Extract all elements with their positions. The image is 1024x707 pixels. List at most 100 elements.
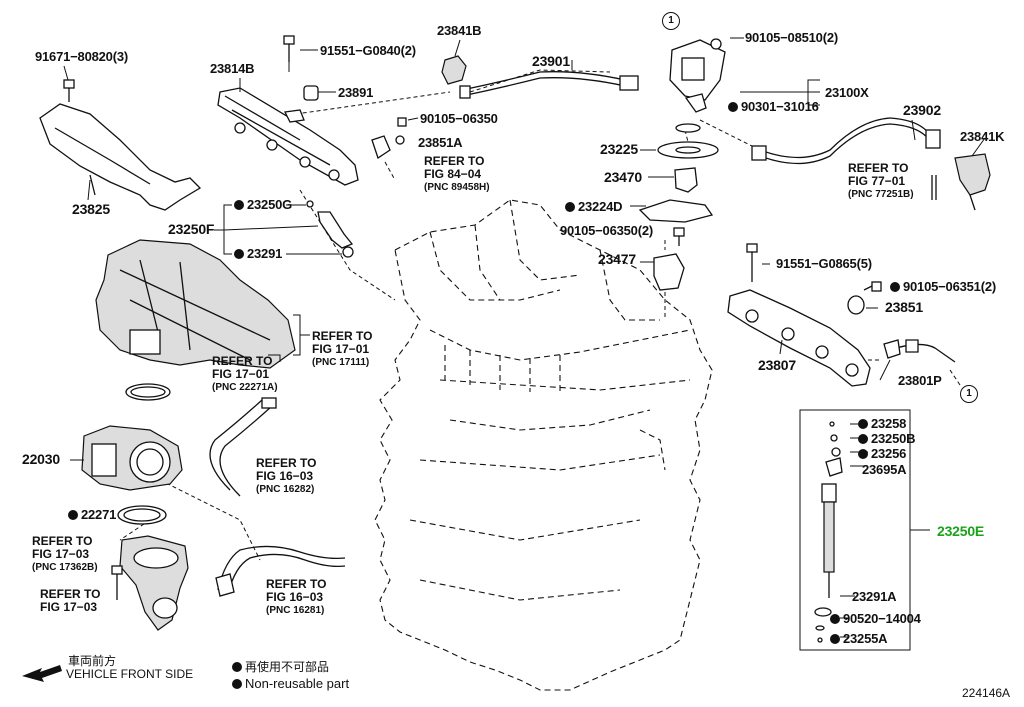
ref-fig-77-01[interactable]: REFER TO FIG 77−01 (PNC 77251B): [848, 162, 914, 201]
non-reusable-dot-icon: [68, 510, 78, 520]
label-90301-31016: 90301−31016: [728, 100, 819, 114]
ref-fig-16-03-b[interactable]: REFER TO FIG 16−03 (PNC 16281): [266, 578, 326, 617]
non-reusable-dot-icon: [830, 634, 840, 644]
ref-line-2: FIG 17−03: [40, 600, 98, 614]
legend-front-jp: 車両前方: [68, 654, 117, 668]
intake-manifold: [95, 239, 296, 369]
label-23851a: 23851A: [418, 135, 463, 150]
label-91551-g0840: 91551−G0840(2): [320, 43, 416, 58]
bolt-91671: [63, 79, 75, 102]
label-23250f: 23250F: [168, 221, 215, 237]
bolt-17-03: [111, 565, 123, 600]
gasket-23225: [657, 141, 719, 159]
ref-line-2: FIG 17−01: [212, 367, 270, 381]
label-22271: 22271: [68, 508, 116, 522]
label-23256: 23256: [858, 447, 906, 461]
non-reusable-dot-icon: [858, 419, 868, 429]
ref-line-2: FIG 84−04: [424, 167, 482, 181]
ref-line-2: FIG 16−03: [266, 590, 324, 604]
ref-fig-17-01-a[interactable]: REFER TO FIG 17−01 (PNC 22271A): [212, 355, 278, 394]
label-23250e: 23250E: [937, 523, 985, 539]
front-arrow-icon: [22, 665, 62, 682]
label-90105-06350-2: 90105−06350(2): [560, 223, 653, 238]
label-23841b: 23841B: [437, 23, 482, 38]
non-reusable-dot-icon: [234, 200, 244, 210]
ref-line-3: (PNC 16282): [256, 484, 315, 495]
ref-line-1: REFER TO: [424, 154, 485, 168]
non-reusable-dot-icon: [232, 679, 242, 689]
label-23224d: 23224D: [565, 200, 623, 214]
label-23100x: 23100X: [825, 85, 869, 100]
cushion-23891: [303, 85, 319, 101]
ref-fig-17-03-a[interactable]: REFER TO FIG 17−03 (PNC 17362B): [32, 535, 98, 574]
ref-line-1: REFER TO: [256, 456, 317, 470]
ref-line-1: REFER TO: [848, 161, 909, 175]
ref-line-3: (PNC 17111): [312, 357, 370, 368]
label-23470: 23470: [604, 169, 642, 185]
ref-fig-17-01-b[interactable]: REFER TO FIG 17−01 (PNC 17111): [312, 330, 372, 369]
injector-23250e: [814, 421, 843, 643]
callout-1-top[interactable]: 1: [662, 12, 680, 30]
non-reusable-dot-icon: [565, 202, 575, 212]
ref-line-1: REFER TO: [40, 587, 101, 601]
fuel-line-route: [469, 69, 611, 93]
label-23225: 23225: [600, 141, 638, 157]
non-reusable-dot-icon: [890, 282, 900, 292]
legend-nonreuse-en: Non-reusable part: [232, 676, 349, 691]
hose-23901: [461, 71, 626, 91]
part-23470: [674, 167, 698, 193]
non-reusable-dot-icon: [858, 449, 868, 459]
label-22030: 22030: [22, 451, 60, 467]
label-90105-06350: 90105−06350: [420, 111, 498, 126]
o-ring-90301: [675, 123, 701, 133]
non-reusable-dot-icon: [830, 614, 840, 624]
label-23291: 23291: [234, 247, 282, 261]
label-23801p: 23801P: [898, 373, 942, 388]
gasket-23224d: [638, 199, 714, 223]
ref-fig-84-04[interactable]: REFER TO FIG 84−04 (PNC 89458H): [424, 155, 490, 194]
ref-fig-17-03-b[interactable]: REFER TO FIG 17−03: [40, 588, 100, 614]
ref-line-1: REFER TO: [212, 354, 273, 368]
ref-line-3: (PNC 16281): [266, 605, 325, 616]
hose-16281: [217, 545, 346, 591]
ref-line-2: FIG 16−03: [256, 469, 314, 483]
bolt-91551-g0865: [746, 243, 758, 282]
non-reusable-dot-icon: [232, 662, 242, 672]
throttle-bracket: [119, 535, 189, 631]
label-23258: 23258: [858, 417, 906, 431]
injector-upper: [306, 200, 354, 258]
label-23250b: 23250B: [858, 432, 916, 446]
fuel-rail-23807: [727, 289, 871, 387]
ref-line-1: REFER TO: [266, 577, 327, 591]
label-90105-06351: 90105−06351(2): [890, 280, 996, 294]
label-91671: 91671−80820(3): [35, 49, 128, 64]
callout-1-right[interactable]: 1: [960, 385, 978, 403]
legend-front-en: VEHICLE FRONT SIDE: [66, 667, 194, 681]
ref-line-3: (PNC 89458H): [424, 182, 490, 193]
ref-line-1: REFER TO: [32, 534, 93, 548]
clip-23841b: [441, 55, 467, 85]
ref-line-3: (PNC 77251B): [848, 189, 914, 200]
label-23891: 23891: [338, 85, 374, 100]
fuel-pump-23100x: [669, 38, 726, 113]
label-23477: 23477: [598, 251, 636, 267]
hose-16282: [209, 399, 263, 491]
label-23851: 23851: [885, 299, 923, 315]
ref-line-2: FIG 17−01: [312, 342, 370, 356]
label-23291a: 23291A: [852, 589, 897, 604]
ref-line-3: (PNC 22271A): [212, 382, 278, 393]
ref-fig-16-03-a[interactable]: REFER TO FIG 16−03 (PNC 16282): [256, 457, 316, 496]
ref-line-3: (PNC 17362B): [32, 562, 98, 573]
sensor-23841k: [954, 153, 991, 211]
ref-line-1: REFER TO: [312, 329, 373, 343]
label-23841k: 23841K: [960, 129, 1005, 144]
label-23255a: 23255A: [830, 632, 888, 646]
label-23901: 23901: [532, 53, 570, 69]
label-23807: 23807: [758, 357, 796, 373]
bolt-90105-06351: [863, 281, 882, 292]
pipe-23902: [759, 117, 931, 159]
label-90105-08510: 90105−08510(2): [745, 30, 838, 45]
label-90520-14004: 90520−14004: [830, 612, 921, 626]
